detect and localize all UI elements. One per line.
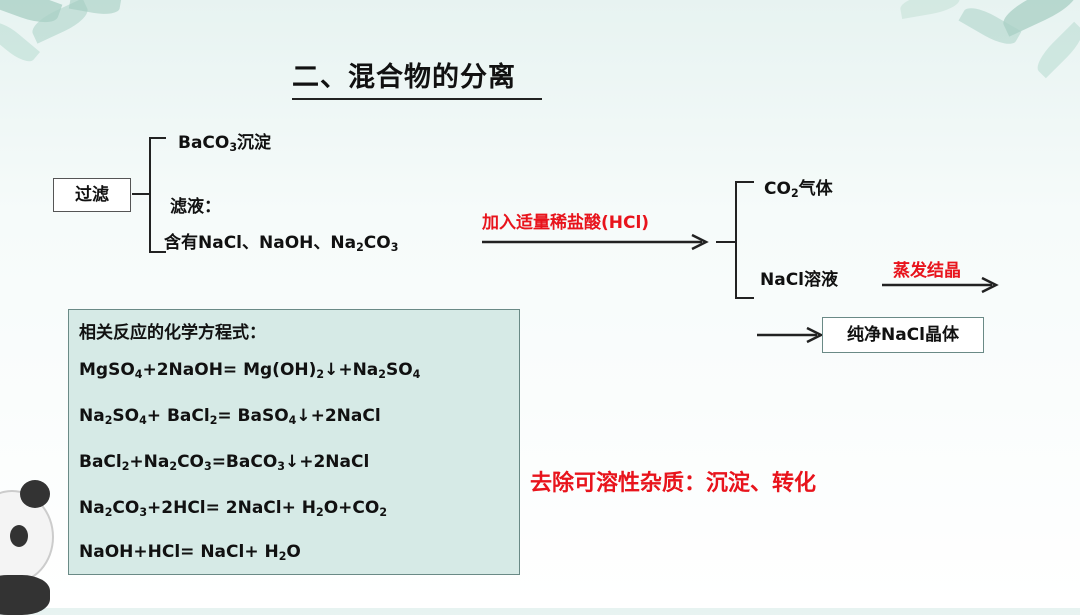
co2-gas-label: CO2气体 (764, 179, 833, 200)
equation-4: Na2CO3+2HCl= 2NaCl+ H2O+CO2 (79, 498, 388, 519)
evaporate-arrow (882, 276, 999, 294)
filtrate-label: 滤液： (170, 197, 221, 217)
acid-arrow (482, 233, 709, 251)
conclusion-text: 去除可溶性杂质：沉淀、转化 (530, 471, 817, 496)
equations-heading: 相关反应的化学方程式： (79, 323, 266, 343)
left-branch-bracket (132, 137, 166, 253)
filtrate-contents: 含有NaCl、NaOH、Na2CO3 (164, 233, 399, 254)
equation-1: MgSO4+2NaOH= Mg(OH)2↓+Na2SO4 (79, 360, 421, 381)
precipitate-label: BaCO3沉淀 (178, 133, 272, 154)
equation-3: BaCl2+Na2CO3=BaCO3↓+2NaCl (79, 452, 370, 473)
pure-crystal-label: 纯净NaCl晶体 (846, 325, 959, 345)
evaporate-label: 蒸发结晶 (893, 261, 961, 281)
equation-5: NaOH+HCl= NaCl+ H2O (79, 542, 301, 563)
page-title: 二、混合物的分离 (292, 55, 542, 100)
pure-crystal-box: 纯净NaCl晶体 (822, 317, 984, 353)
equation-2: Na2SO4+ BaCl2= BaSO4↓+2NaCl (79, 406, 381, 427)
filter-step-box: 过滤 (53, 178, 131, 212)
crystal-arrow (757, 326, 824, 344)
right-branch-bracket (716, 181, 754, 299)
filter-label: 过滤 (75, 185, 109, 205)
equations-panel: 相关反应的化学方程式： MgSO4+2NaOH= Mg(OH)2↓+Na2SO4… (68, 309, 520, 575)
nacl-solution-label: NaCl溶液 (760, 270, 839, 290)
panda-decoration (0, 470, 60, 615)
acid-label: 加入适量稀盐酸(HCl) (482, 213, 650, 233)
